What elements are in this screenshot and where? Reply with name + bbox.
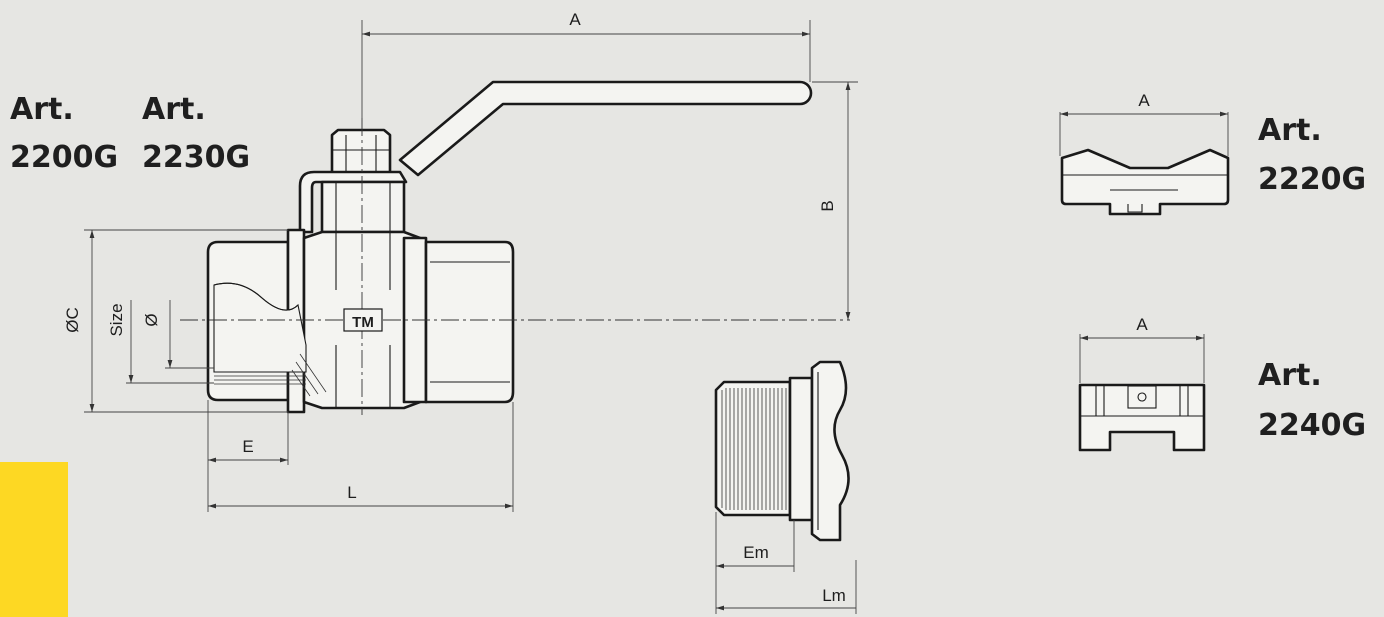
dim-a-tee: A — [1079, 315, 1205, 383]
dim-label-l: L — [347, 483, 356, 502]
label-art-2220-line2: 2220G — [1258, 162, 1367, 197]
dim-a-butterfly: A — [1059, 91, 1229, 156]
main-valve: TM — [180, 80, 850, 415]
dim-label-em: Em — [743, 543, 769, 562]
label-art-2220-line1: Art. — [1258, 113, 1322, 148]
valve-right-end — [424, 240, 515, 404]
dim-label-a-tee: A — [1136, 315, 1148, 334]
male-end-detail — [714, 360, 850, 542]
label-art-2200-line2: 2200G — [10, 140, 119, 175]
svg-text:TM: TM — [352, 314, 374, 331]
male-thread-hatch — [721, 388, 787, 510]
dim-l: L — [208, 402, 514, 512]
dim-label-oc: ØC — [63, 307, 82, 333]
yellow-accent-bar — [0, 462, 68, 617]
valve-stem-nut — [330, 128, 392, 179]
dim-lm: Lm — [716, 560, 857, 614]
label-art-2230-line2: 2230G — [142, 140, 251, 175]
label-art-2230-line1: Art. — [142, 92, 206, 127]
dim-a-main: A — [361, 10, 811, 125]
left-thread-hatch — [214, 353, 327, 397]
dim-label-a-main: A — [569, 10, 581, 29]
dim-b: B — [812, 81, 858, 320]
tee-handle — [1078, 383, 1206, 452]
label-art-2200-line1: Art. — [10, 92, 74, 127]
dim-em: Em — [715, 512, 795, 614]
label-art-2240-line1: Art. — [1258, 358, 1322, 393]
dim-label-size: Size — [107, 303, 126, 336]
dim-label-lm: Lm — [822, 586, 846, 605]
dim-size: Size — [107, 300, 214, 384]
valve-stop-bracket — [298, 170, 408, 234]
dim-oc: ØC — [63, 229, 288, 413]
dim-label-a-butterfly: A — [1138, 91, 1150, 110]
dim-label-b: B — [818, 200, 837, 211]
dim-o: Ø — [142, 300, 214, 369]
label-art-2240-line2: 2240G — [1258, 408, 1367, 443]
dim-label-e: E — [242, 437, 253, 456]
dim-e: E — [207, 400, 289, 512]
butterfly-handle — [1060, 148, 1230, 216]
dim-label-o: Ø — [142, 313, 161, 326]
valve-neck — [320, 180, 406, 234]
valve-lever-handle — [398, 80, 813, 177]
tm-logo: TM — [343, 308, 383, 332]
